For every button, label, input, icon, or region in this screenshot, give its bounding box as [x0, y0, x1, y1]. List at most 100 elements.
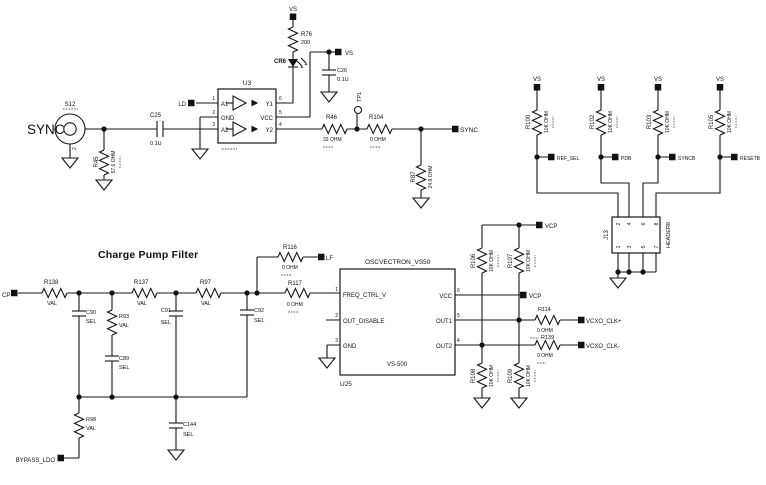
- lf-net-flag: [318, 253, 325, 261]
- vs-flag: [533, 84, 541, 91]
- r98-value: VAL: [86, 426, 96, 432]
- pullup-r100: VS R100 10K OHM REF_SEL: [526, 77, 579, 162]
- wires: [18, 20, 731, 459]
- j13-pin8: 8: [654, 222, 660, 225]
- r76-resistor: [287, 26, 299, 53]
- sync-port-label: SYNC: [27, 122, 65, 137]
- u3-body: [217, 88, 277, 144]
- r87-resistor: [415, 164, 427, 191]
- r103-value: 10K OHM: [665, 111, 671, 133]
- c144-ref: C144: [183, 422, 196, 428]
- u3-ref: U3: [243, 80, 252, 87]
- u25-pin6-num: 6: [457, 288, 460, 294]
- r106-resistor: [476, 247, 488, 274]
- c25-capacitor: [156, 120, 164, 138]
- section-title: Charge Pump Filter: [98, 249, 198, 261]
- c25-value: 0.1U: [150, 141, 162, 147]
- r103-resistor: [652, 109, 664, 136]
- vcp-vcc-net-flag: [520, 291, 527, 299]
- vs-label: VS: [716, 77, 724, 83]
- vcxo-clkp-net-flag: [578, 316, 585, 324]
- j13-pin1: 1: [616, 245, 622, 248]
- u25-title: OSCVECTRON_VS50: [365, 259, 431, 266]
- c92-ref: C92: [254, 308, 264, 314]
- c92-value: SEL: [254, 318, 264, 324]
- charge-pump-filter-section: Charge Pump Filter CP R138 VAL C90 SEL R…: [2, 249, 264, 464]
- u25-ref: U25: [340, 381, 352, 388]
- s12-ref: S12: [65, 102, 76, 108]
- r45-ref: R45: [94, 156, 100, 168]
- pdb-net-label: PDB: [621, 156, 632, 162]
- pullup-r102: VS R102 10K OHM PDB: [590, 77, 632, 162]
- r117-resistor: [284, 287, 311, 299]
- net-flag: [731, 153, 738, 161]
- u3-pin6-num: 6: [279, 96, 282, 102]
- r93-resistor: [106, 309, 118, 336]
- c26-value: 0.1U: [337, 77, 349, 83]
- c90-value: SEL: [86, 319, 96, 325]
- r107-value: 10K OHM: [526, 250, 532, 272]
- r100-ref: R100: [526, 114, 532, 129]
- r108-value: 10K OHM: [489, 365, 495, 387]
- vs-net-flag: [289, 13, 297, 20]
- r116-resistor: [277, 251, 304, 263]
- r46-ref: R46: [326, 115, 338, 121]
- bypass-net-flag: [57, 454, 64, 462]
- vcxo-clkn-net-label: VCXO_CLK-: [586, 344, 620, 350]
- j13-part: HEADER8: [666, 222, 672, 248]
- vcp-vcc-net-label: VCP: [529, 294, 541, 300]
- sync-input-section: SYNC S12 2 R45 57.6 OHM C25 0.1U: [27, 102, 164, 176]
- r137-ref: R137: [134, 280, 149, 286]
- vcp-top-net-flag: [536, 221, 543, 229]
- resetb-net-label: RESETB: [740, 156, 761, 162]
- cp-net-label: CP: [2, 293, 10, 299]
- c91-value: SEL: [161, 320, 171, 326]
- u25-pin4-name: OUT2: [436, 344, 453, 350]
- vs-label: VS: [533, 77, 541, 83]
- s12-pin2: 2: [72, 147, 78, 150]
- c92-capacitor: [239, 309, 255, 316]
- j13-body: [611, 216, 661, 254]
- r45-value: 57.6 OHM: [111, 151, 117, 174]
- r104-ref: R104: [369, 115, 384, 121]
- r97-resistor: [195, 287, 222, 299]
- u25-part: VS-500: [387, 362, 408, 368]
- u3-pin-vcc: VCC: [260, 116, 273, 122]
- u25-pin3-num: 3: [335, 338, 338, 344]
- cp-net-flag: [11, 289, 18, 297]
- ld-net-flag: [188, 99, 195, 107]
- r104-value: 0 OHM: [370, 137, 386, 143]
- cr6-led: [288, 57, 308, 68]
- u3-pin3-num: 3: [212, 122, 215, 128]
- j13-pin4: 4: [627, 222, 633, 225]
- r102-resistor: [595, 109, 607, 136]
- r117-ref: R117: [288, 281, 303, 287]
- vs-label: VS: [654, 77, 662, 83]
- r87-value: 24.9 OHM: [428, 166, 434, 189]
- r98-ref: R98: [86, 417, 96, 423]
- u25-pin2-num: 2: [335, 313, 338, 319]
- pullup-r103: VS R103 10K OHM SYNCB: [647, 77, 696, 162]
- c90-capacitor: [71, 310, 87, 317]
- r114-ref: R114: [538, 307, 551, 313]
- r105-ref: R105: [709, 114, 715, 129]
- lf-net-label: LF: [326, 256, 333, 262]
- r137-resistor: [131, 287, 158, 299]
- r106-ref: R106: [471, 253, 477, 268]
- r108-resistor: [476, 362, 488, 389]
- r138-ref: R138: [44, 280, 59, 286]
- u3-pin-gnd: GND: [221, 116, 235, 122]
- tp1-testpoint: [353, 105, 363, 115]
- ground-symbols: [61, 91, 627, 461]
- r93-ref: R93: [119, 314, 129, 320]
- net-flag: [669, 153, 676, 161]
- c90-ref: C90: [86, 310, 96, 316]
- refsel-net-label: REF_SEL: [557, 156, 579, 162]
- r108-ref: R108: [471, 368, 477, 383]
- buffer-gate-icons: [226, 95, 259, 137]
- u25-pin5-num: 5: [457, 313, 460, 319]
- r46-resistor: [321, 123, 348, 135]
- u3-pin1-num: 1: [212, 96, 215, 102]
- u3-pin-a1: A1: [221, 102, 229, 108]
- vs-flag: [597, 84, 605, 91]
